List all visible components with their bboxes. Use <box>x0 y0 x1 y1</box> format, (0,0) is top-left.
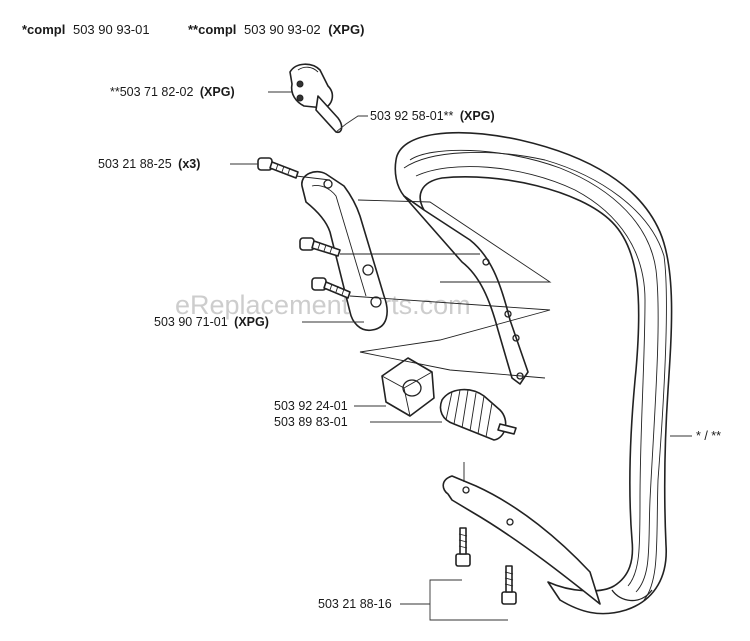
label-damper-mount: 503 92 24-01 <box>274 399 348 413</box>
label-handle-bar: * / ** <box>696 429 721 443</box>
header-compl-1: *compl 503 90 93-01 <box>22 22 150 37</box>
screw-middle-2 <box>311 277 351 299</box>
screw-bottom-1 <box>455 527 471 567</box>
leader-lines <box>230 91 692 621</box>
label-spring: 503 89 83-01 <box>274 415 348 429</box>
label-screws-top: 503 21 88-25 (x3) <box>98 157 200 171</box>
screw-bottom-2 <box>501 565 517 605</box>
label-bracket: 503 90 71-01 (XPG) <box>154 315 269 329</box>
damper-mount-part <box>381 357 435 417</box>
assembly-guide-lines <box>295 175 552 482</box>
screw-middle-1 <box>299 237 341 257</box>
label-lever: **503 71 82-02 (XPG) <box>110 85 235 99</box>
label-screws-bottom: 503 21 88-16 <box>318 597 392 611</box>
bracket-part <box>301 170 388 332</box>
header-compl-2: **compl 503 90 93-02 (XPG) <box>188 22 364 37</box>
watermark: eReplacementParts.com <box>175 290 471 320</box>
screw-top-1 <box>257 157 299 179</box>
label-catch: 503 92 58-01** (XPG) <box>370 109 495 123</box>
handle-bar <box>394 132 673 615</box>
spring-part <box>439 388 517 441</box>
lever-part <box>289 63 343 134</box>
